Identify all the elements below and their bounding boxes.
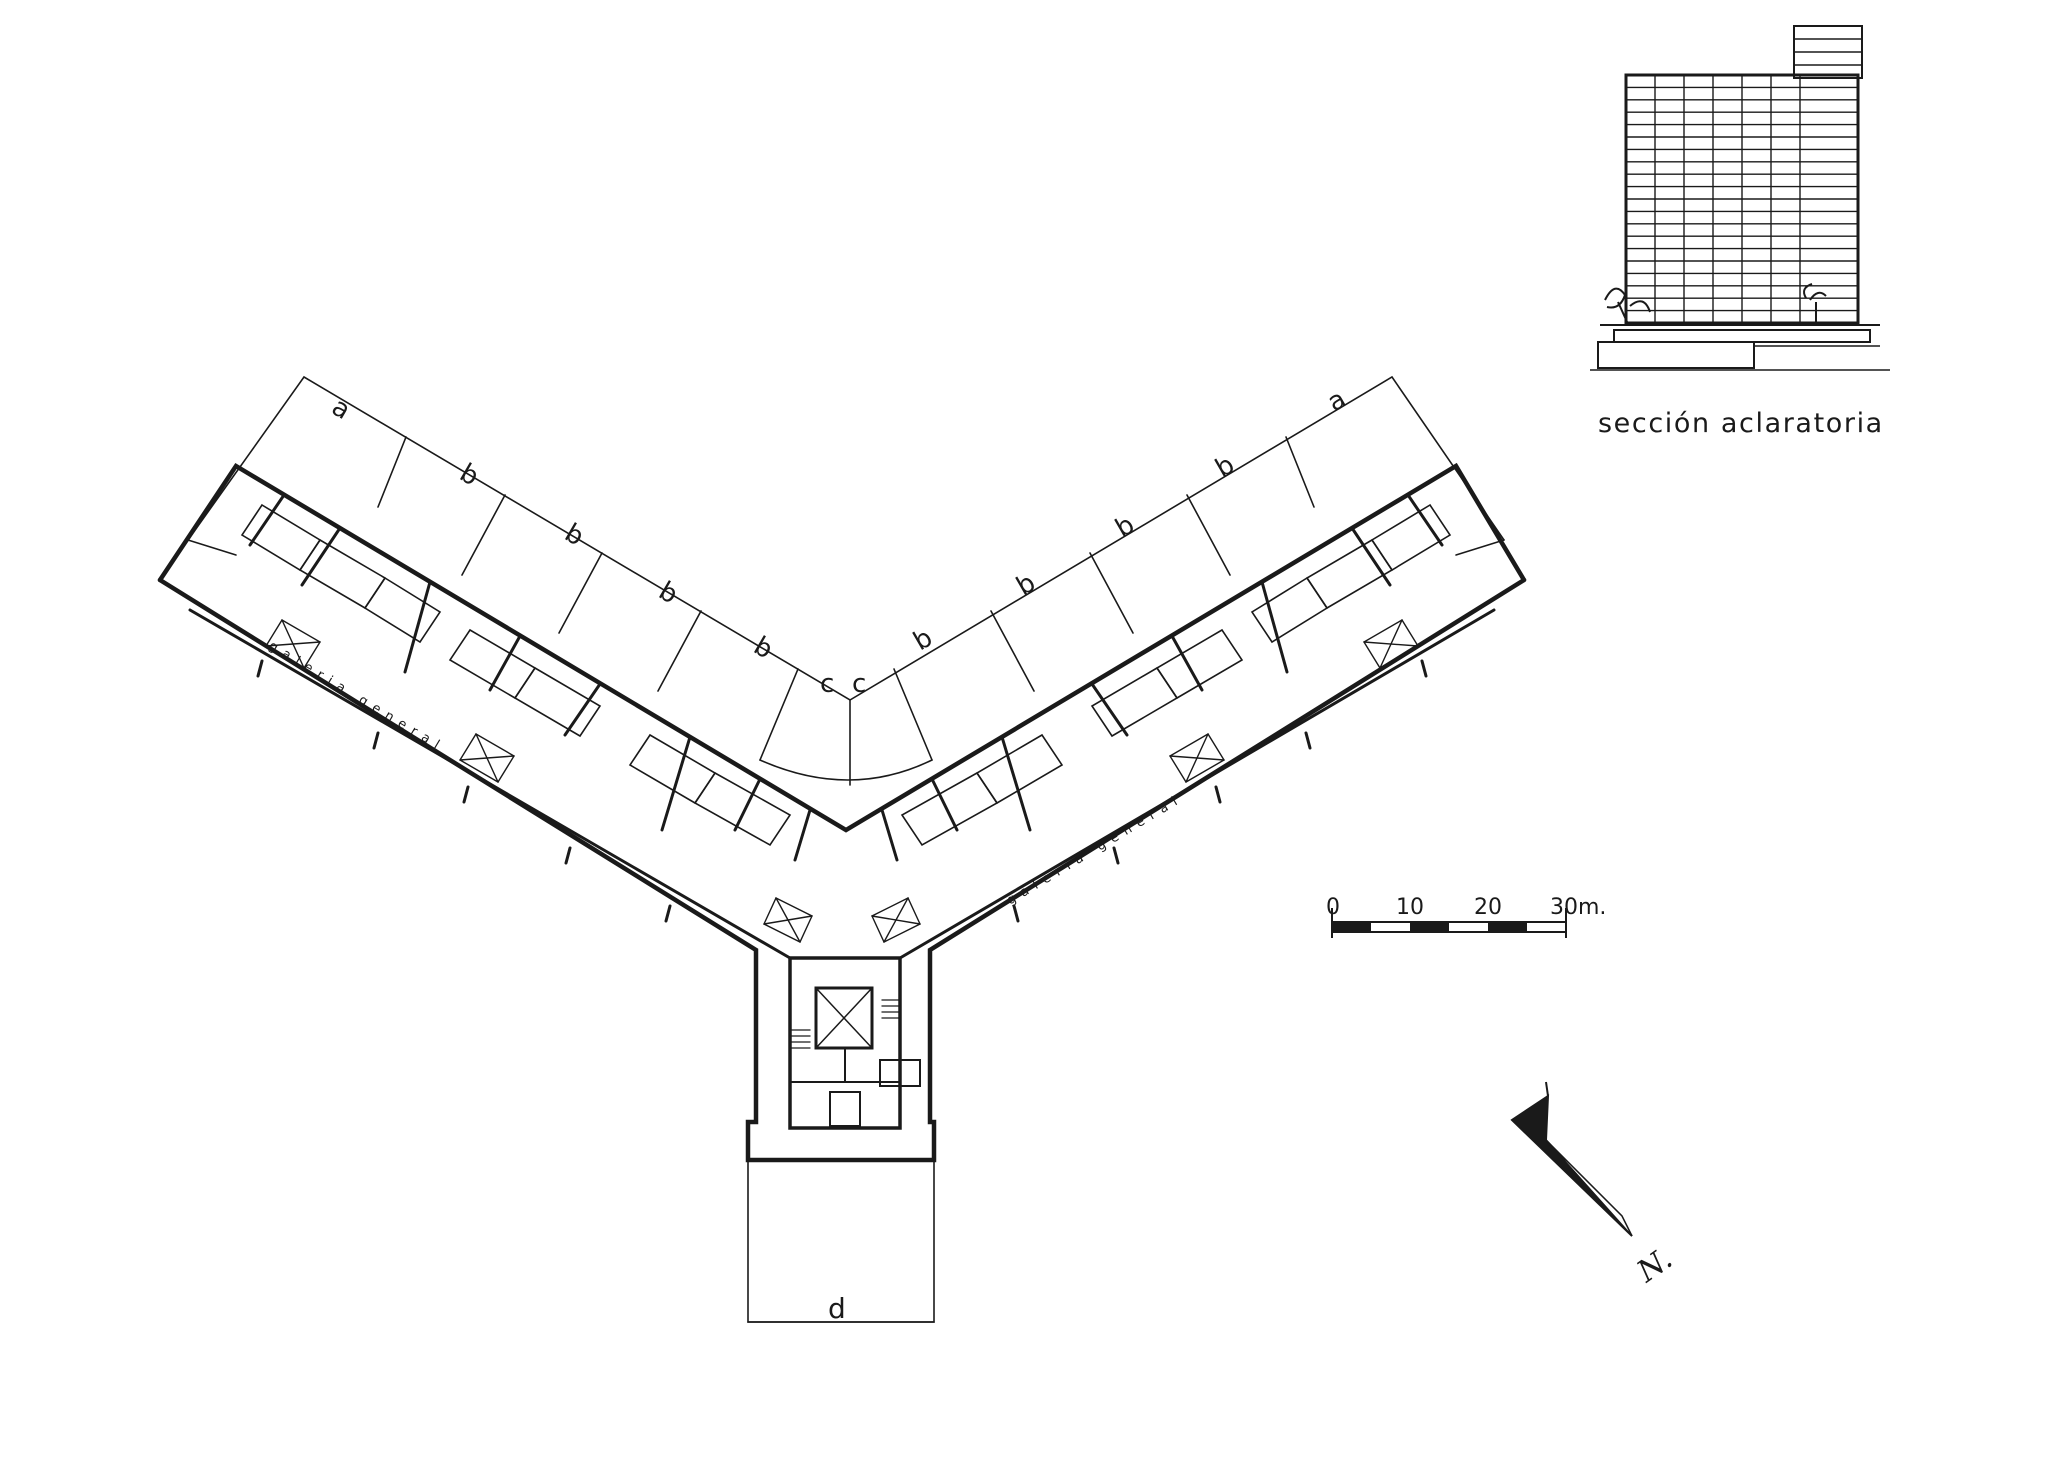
corridor-fins — [256, 659, 1428, 923]
right-wing-units — [900, 503, 1452, 847]
right-stair-cores — [871, 619, 1419, 943]
dimension-labels: a b b b b c c b b b b a d — [327, 384, 1352, 1325]
dim-label-left-b1: b — [455, 458, 484, 492]
dim-label-left-b2: b — [560, 518, 589, 552]
tree-icon — [1604, 283, 1827, 325]
scale-label-10: 10 — [1396, 895, 1424, 920]
dimension-outline — [187, 375, 1505, 1323]
building-walls — [157, 462, 1527, 1163]
left-stair-cores — [265, 619, 813, 943]
dim-label-right-a: a — [1323, 384, 1352, 418]
dim-label-right-b1: b — [909, 623, 938, 657]
dim-label-right-b3: b — [1111, 510, 1140, 544]
right-wing-partitions — [880, 493, 1444, 862]
dim-label-left-b4: b — [749, 631, 778, 665]
dim-label-stem-d: d — [828, 1292, 846, 1325]
dim-label-left-a: a — [327, 392, 356, 426]
scale-label-0: 0 — [1326, 895, 1340, 920]
floor-plan — [157, 375, 1527, 1323]
dim-label-right-c: c — [852, 669, 866, 699]
north-arrow-icon — [1510, 1081, 1633, 1237]
scale-label-20: 20 — [1474, 895, 1502, 920]
dim-label-left-c: c — [820, 669, 834, 699]
scale-bar: 0 10 20 30m. — [1326, 895, 1606, 938]
dim-label-left-b3: b — [654, 576, 683, 610]
left-wing-units — [240, 503, 792, 847]
corridor-label-left: galeria general — [266, 639, 448, 757]
section-drawing — [1590, 25, 1890, 371]
floor-lines — [1626, 38, 1862, 323]
corridor-label-right: galeria general — [1004, 791, 1186, 909]
scale-label-30: 30m. — [1550, 895, 1606, 920]
dim-label-right-b2: b — [1012, 568, 1041, 602]
dim-label-right-b4: b — [1211, 450, 1240, 484]
section-title: sección aclaratoria — [1598, 408, 1884, 439]
